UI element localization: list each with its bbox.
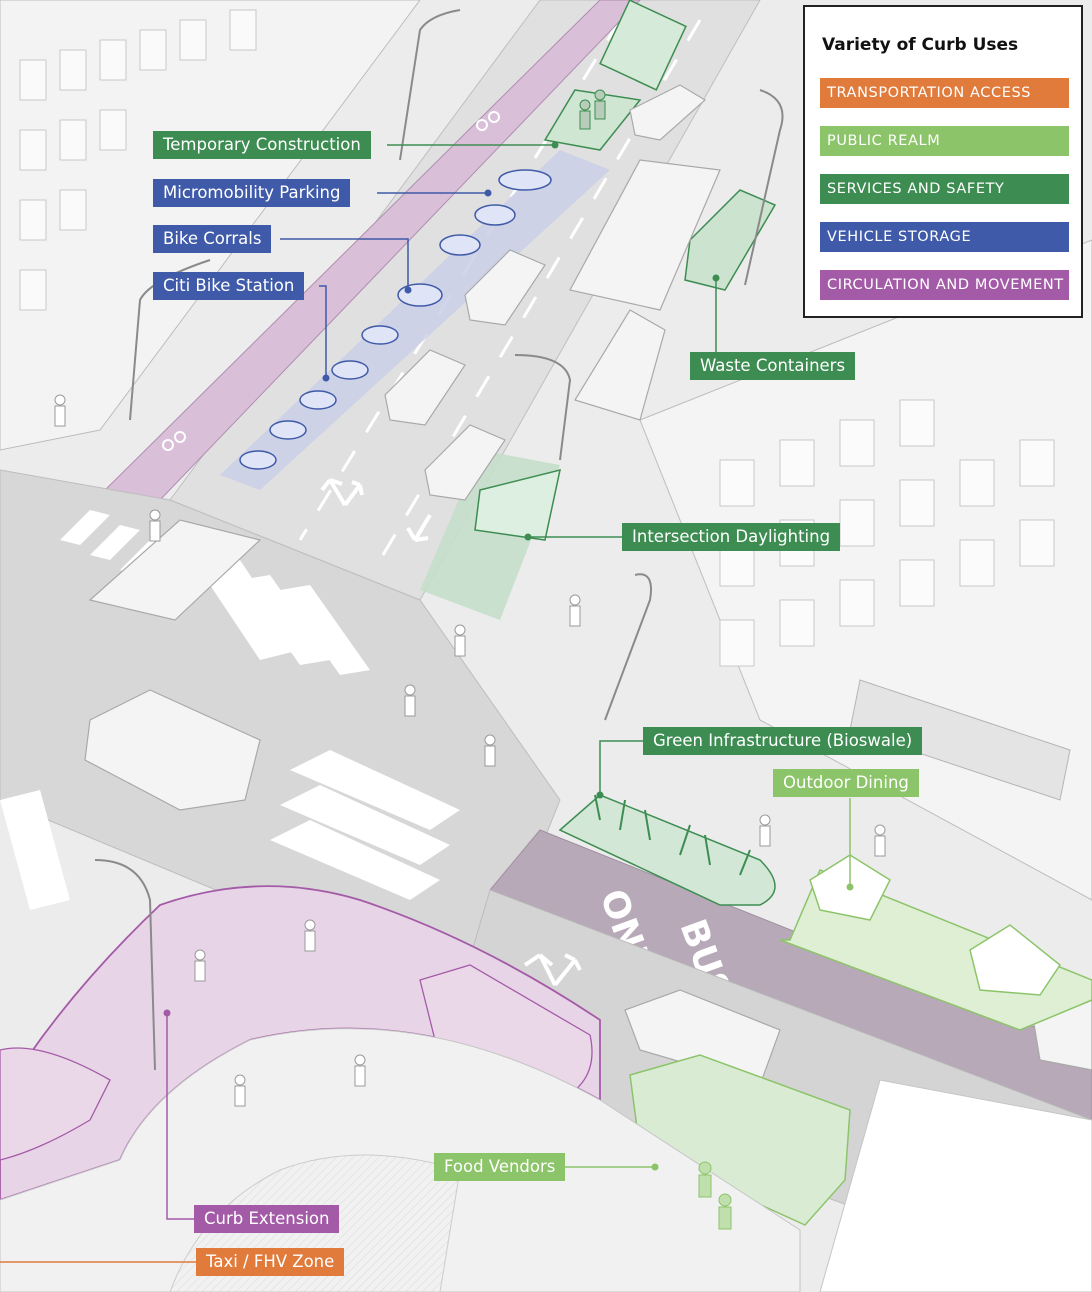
- car-icon: [424, 424, 506, 501]
- callout-green-infrastructure[interactable]: Green Infrastructure (Bioswale): [643, 727, 923, 755]
- leader-green-infrastructure: [599, 740, 643, 795]
- callout-taxi-fhv-zone[interactable]: Taxi / FHV Zone: [196, 1248, 345, 1276]
- building-windows-top-left: [19, 9, 257, 311]
- straight-arrow-icon: [406, 513, 432, 542]
- callout-waste-containers[interactable]: Waste Containers: [690, 352, 856, 380]
- callout-intersection-daylighting[interactable]: Intersection Daylighting: [622, 523, 841, 551]
- callout-bike-corrals[interactable]: Bike Corrals: [153, 225, 272, 253]
- leader-curb-extension: [166, 1013, 194, 1220]
- crosswalk-east: [200, 560, 370, 675]
- leader-bike-corrals: [280, 238, 409, 290]
- crosswalk-south: [0, 750, 460, 910]
- leader-citi-bike-station: [319, 285, 327, 378]
- legend-title: Variety of Curb Uses: [822, 35, 1019, 55]
- callout-leader-lines: [0, 141, 854, 1263]
- curb-extension-planter-west: [0, 1047, 111, 1161]
- food-vendor-customers: [698, 1161, 732, 1230]
- callout-food-vendors[interactable]: Food Vendors: [434, 1153, 566, 1181]
- legend-item-transportation-access[interactable]: TRANSPORTATION ACCESS: [820, 78, 1069, 108]
- daylighting-planter: [474, 468, 561, 541]
- bioswale-plants: [594, 794, 751, 876]
- car-icon: [624, 989, 781, 1086]
- truck-icon: [84, 689, 261, 811]
- bike-racks: [239, 169, 552, 470]
- legend: Variety of Curb Uses TRANSPORTATION ACCE…: [803, 5, 1083, 318]
- construction-truck: [599, 0, 687, 91]
- car-icon: [464, 249, 546, 326]
- legend-item-public-realm[interactable]: PUBLIC REALM: [820, 126, 1069, 156]
- storefront-awning: [849, 679, 1071, 801]
- legend-item-services-and-safety[interactable]: SERVICES AND SAFETY: [820, 174, 1069, 204]
- bioswale-planter: [558, 794, 776, 906]
- legend-item-circulation-and-movement[interactable]: CIRCULATION AND MOVEMENT: [820, 270, 1069, 300]
- car-icon: [384, 349, 466, 426]
- callout-temporary-construction[interactable]: Temporary Construction: [153, 131, 371, 159]
- callout-citi-bike-station[interactable]: Citi Bike Station: [153, 272, 305, 300]
- building-windows-right: [719, 399, 1055, 667]
- pedestrian-icon: [54, 394, 886, 1107]
- construction-workers: [579, 89, 606, 130]
- construction-zone: [543, 89, 642, 151]
- callout-curb-extension[interactable]: Curb Extension: [194, 1205, 340, 1233]
- truck-icon: [569, 159, 721, 311]
- legend-item-vehicle-storage[interactable]: VEHICLE STORAGE: [820, 222, 1069, 252]
- truck-icon: [574, 309, 666, 421]
- turn-arrow-icon: [320, 478, 582, 987]
- building-bottom-right: [819, 1079, 1092, 1292]
- bicycle-icon: [162, 111, 500, 451]
- parked-vehicle: [88, 519, 262, 621]
- callout-micromobility-parking[interactable]: Micromobility Parking: [153, 179, 351, 207]
- car-icon: [629, 84, 707, 141]
- waste-containers-shape: [684, 189, 777, 291]
- callout-outdoor-dining[interactable]: Outdoor Dining: [773, 769, 919, 797]
